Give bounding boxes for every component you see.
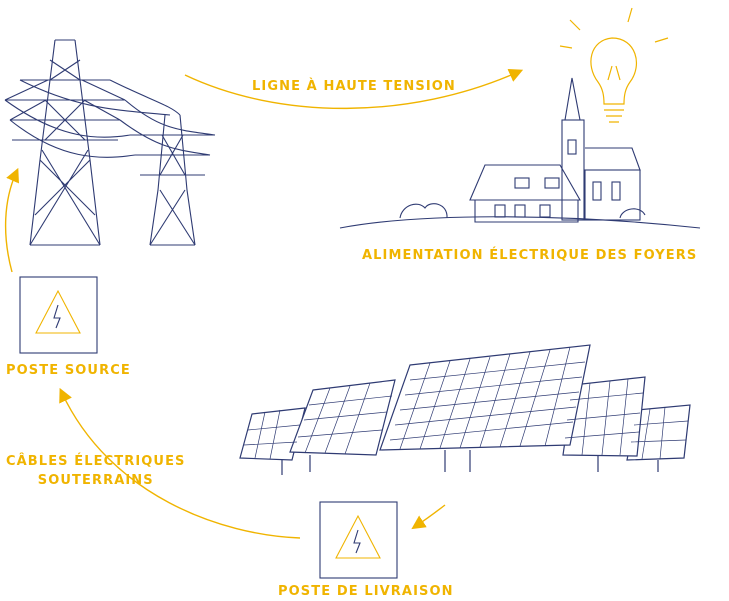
label-ligne-haute-tension: LIGNE À HAUTE TENSION (252, 79, 456, 94)
label-poste-source: POSTE SOURCE (6, 363, 131, 378)
church-icon (561, 77, 641, 221)
pylon-icon (4, 39, 216, 246)
arrow-ligne (184, 69, 524, 110)
solar-grid (243, 346, 689, 460)
label-cables-line1: CÂBLES ÉLECTRIQUES (6, 454, 186, 469)
label-poste-livraison: POSTE DE LIVRAISON (278, 584, 454, 599)
arrow-cables (59, 387, 301, 539)
substation-icon (19, 276, 98, 354)
arrow-to-livraison (411, 504, 446, 530)
label-alimentation-foyers: ALIMENTATION ÉLECTRIQUE DES FOYERS (362, 248, 698, 263)
house-icon (469, 164, 581, 223)
arrow-poste-source-up (4, 167, 19, 273)
label-cables-line2: SOUTERRAINS (37, 473, 154, 488)
substation-icon (319, 501, 398, 579)
lightbulb-icon (559, 7, 669, 123)
label-cables-souterrains: CÂBLES ÉLECTRIQUES SOUTERRAINS (6, 452, 186, 490)
bushes (339, 203, 701, 229)
solar-panel-icon (239, 344, 691, 475)
